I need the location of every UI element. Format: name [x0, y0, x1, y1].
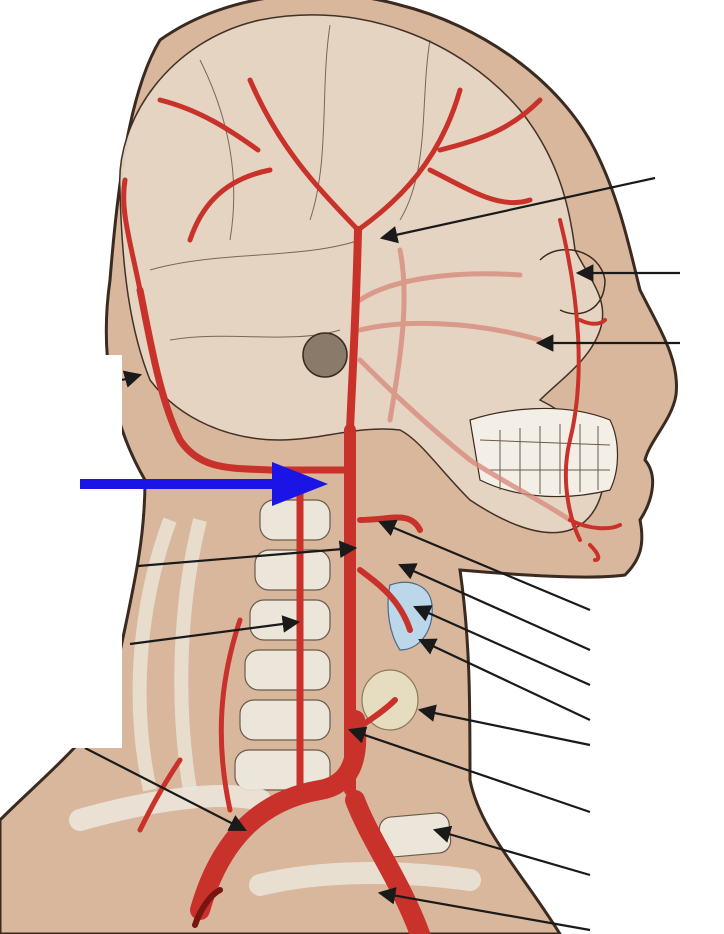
leader-line-10 [418, 638, 591, 721]
leader-line-4 [121, 370, 143, 388]
leader-line-14 [377, 887, 591, 932]
leader-line-13 [432, 825, 591, 877]
leader-line-11 [417, 704, 591, 747]
leader-line-15 [84, 747, 247, 832]
leader-line-12 [347, 726, 591, 814]
arteries [121, 77, 622, 934]
cervical-spine [69, 499, 481, 896]
leader-line-1 [379, 176, 656, 244]
leader-line-7 [377, 519, 591, 612]
leader-lines [84, 176, 680, 932]
faded-facial-arteries [357, 247, 573, 523]
leader-line-5 [137, 540, 358, 568]
blank-label-box-left-lower [0, 515, 122, 748]
pointer-arrow-icon [80, 462, 328, 506]
leader-line-8 [397, 563, 591, 652]
leader-line-6 [129, 615, 301, 646]
skull [118, 14, 619, 534]
leader-line-9 [412, 605, 591, 687]
blank-label-box-left-upper [0, 355, 122, 463]
